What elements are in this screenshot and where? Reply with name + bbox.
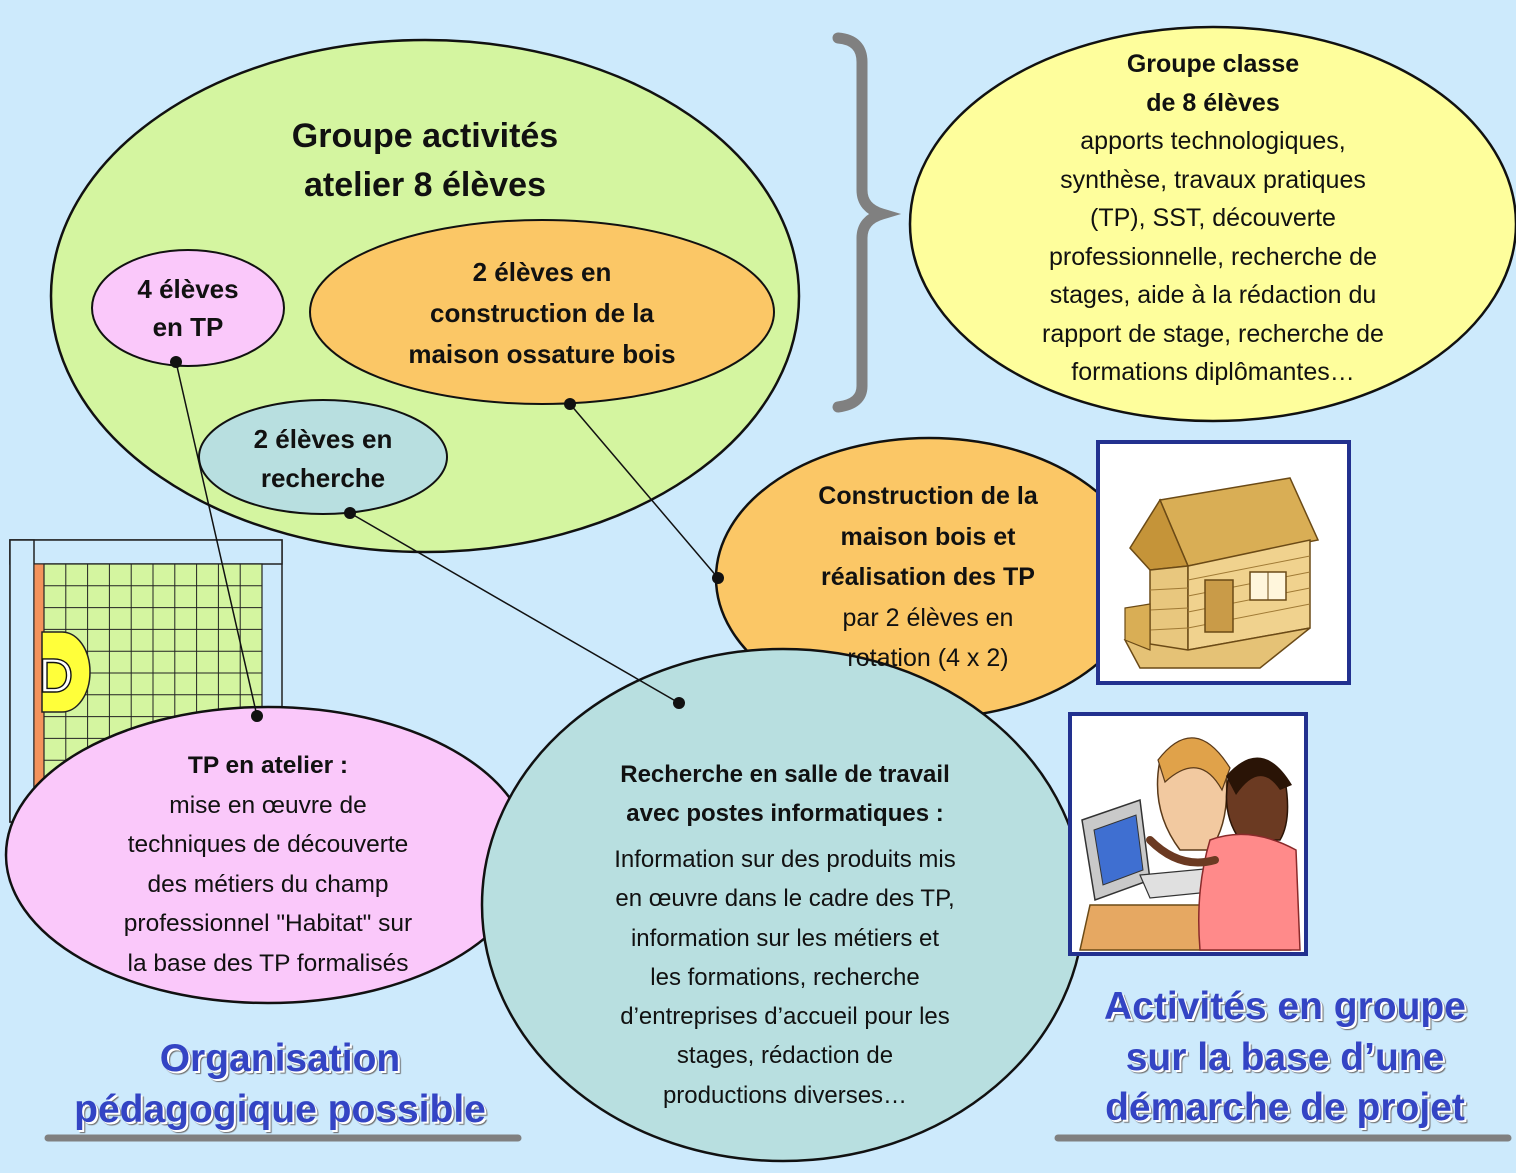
research-room-title: Recherche en salle de travail avec poste… [560, 755, 1010, 833]
tp-workshop-body-line: la base des TP formalisés [127, 949, 409, 977]
wooden-house-icon [1096, 440, 1351, 685]
tp-workshop-body-line: techniques de découverte [127, 831, 409, 858]
caption-left-line: pédagogique possible [74, 1087, 486, 1131]
connector-dot [712, 572, 724, 584]
door-shape [41, 631, 91, 713]
connector-construction [569, 403, 719, 579]
construction-students-line: 2 élèves en [472, 257, 612, 287]
caption-right-line: démarche de projet [1105, 1086, 1465, 1130]
research-students-line: 2 élèves en [253, 424, 393, 454]
class-group-body-line: rapport de stage, recherche de [1042, 319, 1384, 348]
class-group-text: Groupe classe de 8 élèves apports techno… [983, 45, 1443, 392]
construction-detail-title-line: Construction de la [818, 482, 1038, 510]
class-group-body-line: (TP), SST, découverte [1090, 204, 1336, 232]
connector-tp [175, 361, 258, 717]
students-computer-icon [1068, 712, 1308, 956]
connector-research [349, 512, 680, 704]
tp-students-line: en TP [152, 312, 224, 342]
class-group-title-line: Groupe classe [1126, 50, 1300, 78]
activities-group-title-line: atelier 8 élèves [304, 166, 546, 204]
tp-students-line: 4 élèves [137, 274, 239, 304]
tp-workshop-body-line: professionnel "Habitat" sur [123, 910, 413, 937]
research-students-line: recherche [260, 463, 386, 493]
caption-right-line: sur la base d’une [1125, 1035, 1445, 1079]
caption-left-line: Organisation [159, 1037, 401, 1080]
curly-brace [832, 32, 902, 413]
research-room-body-line: les formations, recherche [650, 963, 920, 991]
class-group-body-line: apports technologiques, [1080, 127, 1346, 155]
tp-workshop-body-line: des métiers du champ [147, 870, 389, 898]
connector-dot [251, 710, 263, 722]
caption-right: Activités en groupe sur la base d’une dé… [1055, 982, 1515, 1134]
caption-left: Organisation pédagogique possible [30, 1034, 530, 1135]
construction-detail-title-line: maison bois et [840, 522, 1016, 551]
research-room-body-line: en œuvre dans le cadre des TP, [615, 885, 955, 913]
construction-students-line: construction de la [430, 298, 654, 328]
construction-detail-title-line: réalisation des TP [821, 563, 1035, 591]
connector-dot [344, 507, 356, 519]
research-students-label: 2 élèves en recherche [213, 420, 433, 498]
class-group-ellipse [908, 25, 1516, 423]
research-room-body: Information sur des produits mis en œuvr… [560, 840, 1010, 1115]
research-room-body-line: d’entreprises d’accueil pour les [620, 1003, 950, 1031]
research-room-body-line: information sur les métiers et [630, 924, 940, 952]
connector-dot [170, 356, 182, 368]
construction-students-ellipse [309, 219, 775, 405]
class-group-body-line: stages, aide à la rédaction du [1049, 281, 1377, 309]
caption-right-line: Activités en groupe [1104, 985, 1466, 1028]
class-group-title-line: de 8 élèves [1146, 88, 1280, 117]
research-room-body-line: productions diverses… [662, 1081, 908, 1109]
construction-students-line: maison ossature bois [408, 339, 676, 369]
research-room-body-line: Information sur des produits mis [614, 846, 956, 873]
floorplan-door-label: D [39, 650, 74, 703]
tp-students-ellipse [91, 249, 285, 367]
connector-dot [564, 398, 576, 410]
tp-students-label: 4 élèves en TP [98, 270, 278, 346]
construction-students-label: 2 élèves en construction de la maison os… [342, 252, 742, 375]
construction-detail-body-line: rotation (4 x 2) [847, 644, 1009, 672]
class-group-body-line: formations diplômantes… [1071, 358, 1355, 386]
class-group-body-line: professionnelle, recherche de [1049, 242, 1377, 271]
research-room-title-line: Recherche en salle de travail [620, 761, 950, 788]
construction-detail-body-line: par 2 élèves en [842, 603, 1014, 632]
research-room-body-line: stages, rédaction de [676, 1042, 894, 1070]
activities-group-title: Groupe activités atelier 8 élèves [200, 112, 650, 210]
research-students-ellipse [198, 399, 448, 515]
activities-group-title-line: Groupe activités [291, 117, 559, 155]
tp-workshop-title: TP en atelier : [187, 752, 349, 779]
construction-detail-text: Construction de la maison bois et réalis… [775, 476, 1081, 679]
connector-dot [673, 697, 685, 709]
class-group-body-line: synthèse, travaux pratiques [1060, 165, 1366, 194]
tp-workshop-text: TP en atelier : mise en œuvre de techniq… [80, 746, 456, 983]
research-room-title-line: avec postes informatiques : [626, 800, 944, 827]
tp-workshop-body-line: mise en œuvre de [169, 791, 367, 819]
